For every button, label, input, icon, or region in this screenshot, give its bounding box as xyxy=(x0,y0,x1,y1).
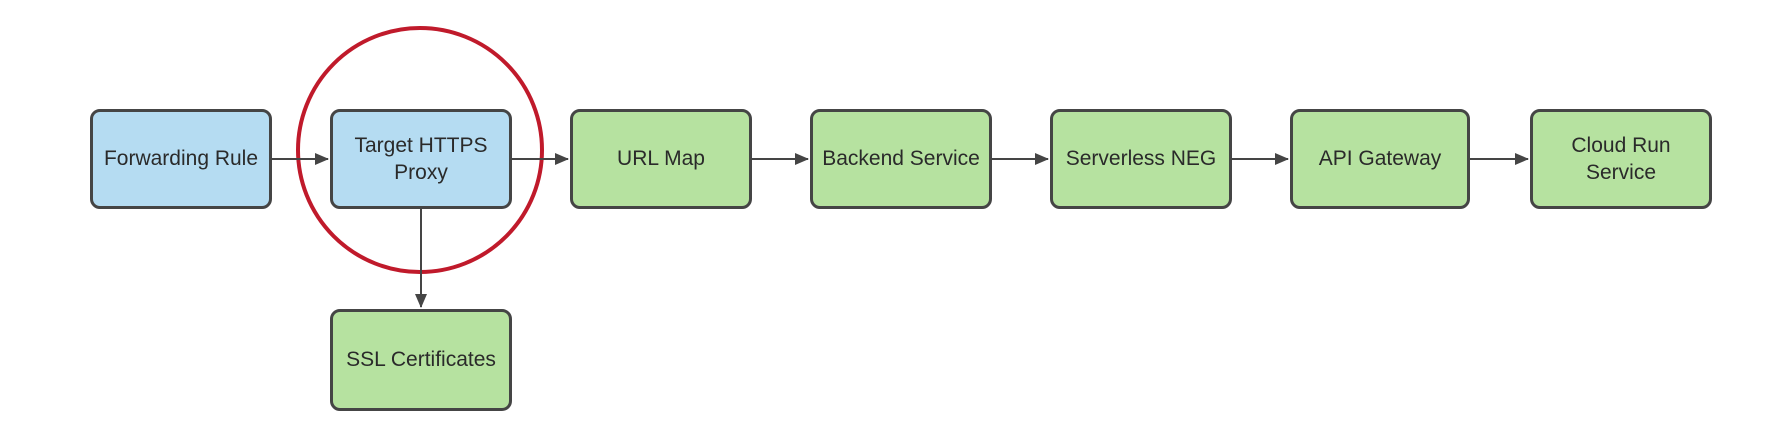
node-label: Forwarding Rule xyxy=(103,147,259,171)
node-label: Cloud Run Service xyxy=(1571,133,1671,184)
node-api-gateway: API Gateway xyxy=(1290,109,1470,209)
node-label: Serverless NEG xyxy=(1065,147,1217,171)
node-label: URL Map xyxy=(617,147,705,171)
node-label: Backend Service xyxy=(822,147,980,171)
node-ssl-certificates: SSL Certificates xyxy=(330,309,512,411)
node-serverless-neg: Serverless NEG xyxy=(1050,109,1232,209)
node-target-https-proxy: Target HTTPS Proxy xyxy=(330,109,512,209)
node-url-map: URL Map xyxy=(570,109,752,209)
node-label: SSL Certificates xyxy=(346,348,496,372)
node-label: API Gateway xyxy=(1318,147,1442,171)
node-cloud-run-service: Cloud Run Service xyxy=(1530,109,1712,209)
node-forwarding-rule: Forwarding Rule xyxy=(90,109,272,209)
node-label: Target HTTPS Proxy xyxy=(354,133,488,184)
node-backend-service: Backend Service xyxy=(810,109,992,209)
